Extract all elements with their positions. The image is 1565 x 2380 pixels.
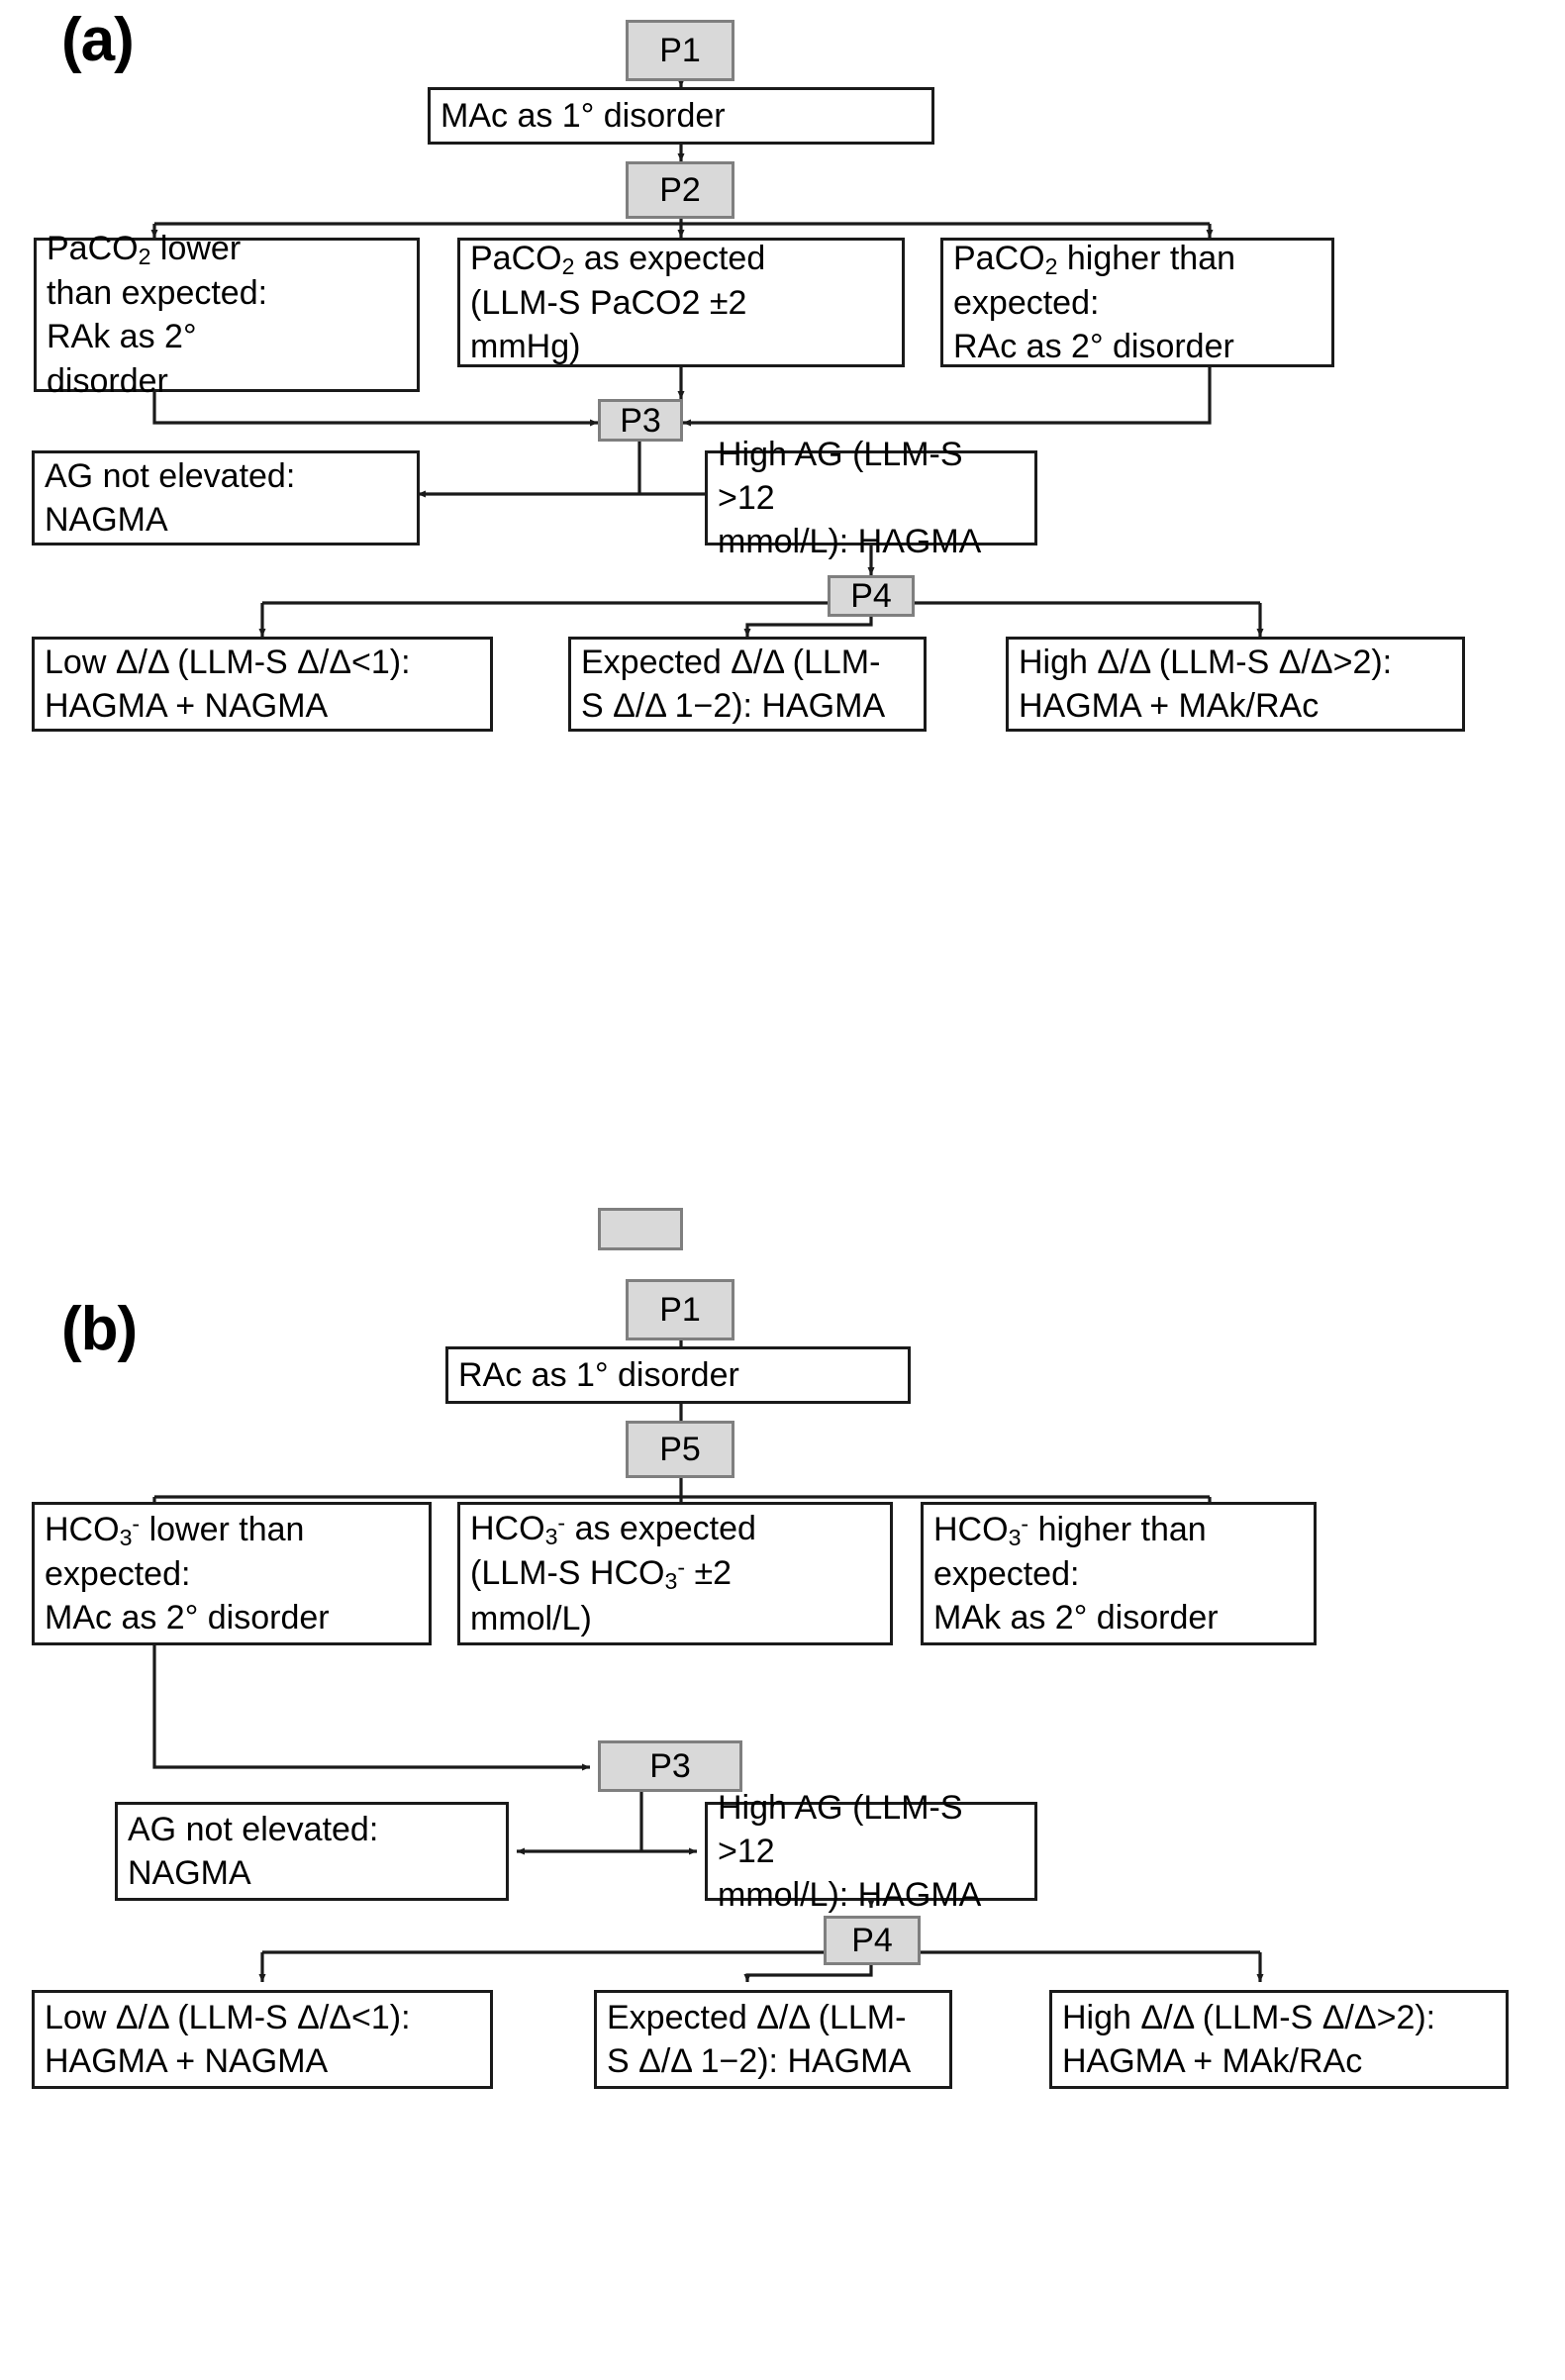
node-primary-disorder-a: MAc as 1° disorder xyxy=(428,87,934,145)
node-dd-low-a: Low Δ/Δ (LLM-S Δ/Δ<1):HAGMA + NAGMA xyxy=(32,637,493,732)
node-dd-low-b: Low Δ/Δ (LLM-S Δ/Δ<1):HAGMA + NAGMA xyxy=(32,1990,493,2089)
node-dd-low-a-text: Low Δ/Δ (LLM-S Δ/Δ<1):HAGMA + NAGMA xyxy=(45,643,411,725)
node-p3-a: P3 xyxy=(598,399,683,442)
node-dd-expected-b-text: Expected Δ/Δ (LLM-S Δ/Δ 1−2): HAGMA xyxy=(607,1998,912,2080)
panel-label-a: (a) xyxy=(61,6,135,74)
node-dd-expected-b: Expected Δ/Δ (LLM-S Δ/Δ 1−2): HAGMA xyxy=(594,1990,952,2089)
node-p3-b-hidden xyxy=(598,1208,683,1250)
node-dd-high-a-text: High Δ/Δ (LLM-S Δ/Δ>2):HAGMA + MAk/RAc xyxy=(1019,643,1393,725)
node-p3-b: P3 xyxy=(598,1740,742,1792)
node-nagma-b-text: AG not elevated:NAGMA xyxy=(128,1810,379,1892)
node-p4-b: P4 xyxy=(824,1916,921,1965)
node-nagma-a-text: AG not elevated:NAGMA xyxy=(45,456,296,539)
node-p1-b: P1 xyxy=(626,1279,734,1340)
node-nagma-b: AG not elevated:NAGMA xyxy=(115,1802,509,1901)
node-primary-disorder-b: RAc as 1° disorder xyxy=(445,1346,911,1404)
node-p4-a: P4 xyxy=(828,575,915,617)
node-p1-a: P1 xyxy=(626,20,734,81)
node-dd-high-b: High Δ/Δ (LLM-S Δ/Δ>2):HAGMA + MAk/RAc xyxy=(1049,1990,1509,2089)
node-dd-low-b-text: Low Δ/Δ (LLM-S Δ/Δ<1):HAGMA + NAGMA xyxy=(45,1998,411,2080)
node-dd-high-a: High Δ/Δ (LLM-S Δ/Δ>2):HAGMA + MAk/RAc xyxy=(1006,637,1465,732)
node-p5-b: P5 xyxy=(626,1421,734,1478)
node-dd-expected-a-text: Expected Δ/Δ (LLM-S Δ/Δ 1−2): HAGMA xyxy=(581,643,886,725)
node-dd-high-b-text: High Δ/Δ (LLM-S Δ/Δ>2):HAGMA + MAk/RAc xyxy=(1062,1998,1436,2080)
node-nagma-a: AG not elevated:NAGMA xyxy=(32,450,420,545)
panel-label-b: (b) xyxy=(61,1295,138,1363)
node-dd-expected-a: Expected Δ/Δ (LLM-S Δ/Δ 1−2): HAGMA xyxy=(568,637,927,732)
node-p2-a: P2 xyxy=(626,161,734,219)
